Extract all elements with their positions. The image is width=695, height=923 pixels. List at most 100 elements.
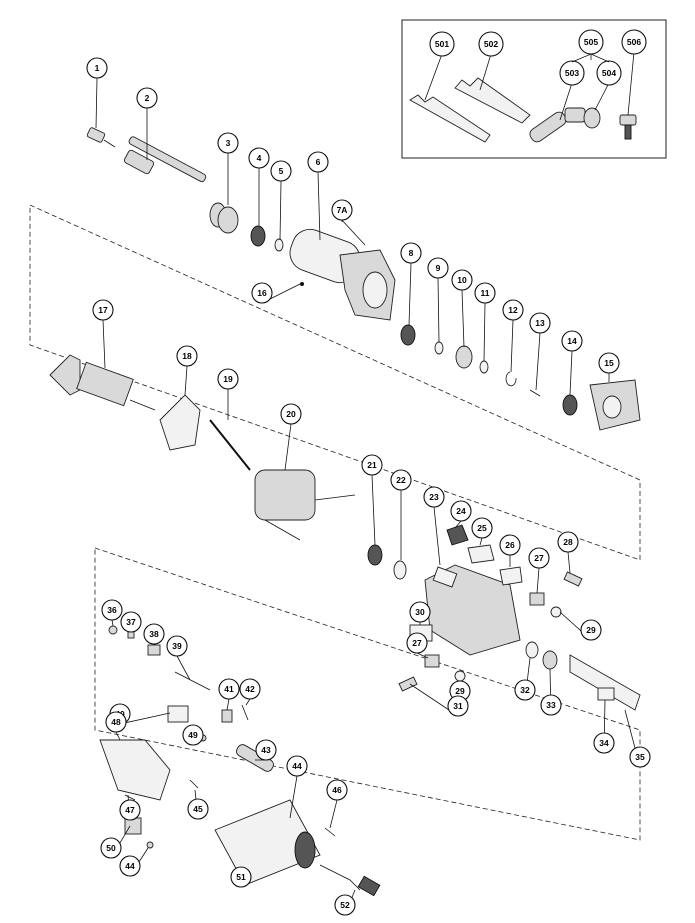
callout-number: 33 xyxy=(546,700,556,710)
callout-circle xyxy=(450,500,472,522)
callout-number: 29 xyxy=(586,625,596,635)
callout-4: 4 xyxy=(248,147,270,226)
callout-circle xyxy=(143,623,165,645)
callout-number: 31 xyxy=(453,701,463,711)
callout-29: 29 xyxy=(559,611,602,641)
spindle-2 xyxy=(123,136,207,183)
callout-16: 16 xyxy=(251,282,301,304)
ball-bearing-4 xyxy=(250,225,266,247)
armature-group-outline xyxy=(29,204,641,561)
gear-cover-6 xyxy=(289,228,396,321)
callout-504: 504 xyxy=(594,60,622,111)
callout-43: 43 xyxy=(255,739,277,761)
callout-506: 506 xyxy=(621,29,647,116)
callout-number: 6 xyxy=(316,157,321,167)
callout-circle xyxy=(218,678,240,700)
callout-leader xyxy=(535,332,541,391)
callout-circle xyxy=(361,454,383,476)
callout-number: 17 xyxy=(98,305,108,315)
callout-number: 503 xyxy=(565,68,579,78)
callout-9: 9 xyxy=(427,257,449,343)
callout-leader xyxy=(289,775,298,819)
callout-number: 13 xyxy=(535,318,545,328)
callout-leader xyxy=(115,731,121,741)
callout-31: 31 xyxy=(409,683,469,717)
callout-leader xyxy=(454,520,462,529)
ball-bearing-14 xyxy=(562,394,578,416)
carbon-brush-31 xyxy=(398,676,418,692)
callout-27: 27 xyxy=(528,547,550,594)
callout-circle xyxy=(92,299,114,321)
pin-16 xyxy=(300,282,304,286)
callout-42: 42 xyxy=(239,678,261,706)
callout-circle xyxy=(559,60,585,86)
callout-circle xyxy=(255,739,277,761)
callout-number: 23 xyxy=(429,492,439,502)
callout-number: 47 xyxy=(125,805,135,815)
callout-circle xyxy=(423,486,445,508)
lead-wire-39 xyxy=(174,671,211,691)
callout-circle xyxy=(629,746,651,768)
label-25 xyxy=(467,544,495,564)
callout-circle xyxy=(390,469,412,491)
carbon-brush-28 xyxy=(563,571,583,587)
callout-leader xyxy=(245,698,251,706)
callout-number: 24 xyxy=(456,506,466,516)
callout-circle xyxy=(120,611,142,633)
callout-circle xyxy=(166,635,188,657)
callout-circle xyxy=(119,855,141,877)
callout-number: 15 xyxy=(604,358,614,368)
bushing-33 xyxy=(542,650,558,670)
callout-48: 48 xyxy=(105,711,127,741)
callout-circle xyxy=(176,345,198,367)
callout-circle xyxy=(86,57,108,79)
callout-number: 9 xyxy=(436,263,441,273)
callout-circle xyxy=(529,312,551,334)
housing-23 xyxy=(424,564,521,656)
callout-leader xyxy=(111,619,114,627)
callout-circle xyxy=(101,599,123,621)
callout-circle xyxy=(136,87,158,109)
callout-number: 37 xyxy=(126,617,136,627)
callout-circle xyxy=(429,31,455,57)
callout-number: 50 xyxy=(106,843,116,853)
callout-51: 51 xyxy=(230,866,252,888)
callout-circle xyxy=(474,282,496,304)
screw-36 xyxy=(108,625,118,635)
callout-number: 16 xyxy=(257,288,267,298)
callout-circle xyxy=(514,679,536,701)
callout-502: 502 xyxy=(478,31,504,91)
callout-number: 26 xyxy=(505,540,515,550)
callout-circle xyxy=(334,894,356,916)
callout-circle xyxy=(326,779,348,801)
callout-circle xyxy=(427,257,449,279)
callout-52: 52 xyxy=(334,889,356,916)
screw-7a xyxy=(339,217,366,246)
callout-number: 35 xyxy=(635,752,645,762)
callout-circle xyxy=(451,269,473,291)
switch-49 xyxy=(124,817,142,835)
callout-number: 12 xyxy=(508,305,518,315)
callout-circle xyxy=(409,601,431,623)
callout-number: 45 xyxy=(193,804,203,814)
callout-number: 506 xyxy=(627,37,641,47)
retaining-ring-12 xyxy=(505,371,517,387)
callout-505-bracket xyxy=(571,53,610,63)
callout-1: 1 xyxy=(86,57,108,129)
callout-number: 29 xyxy=(455,686,465,696)
callout-49: 49 xyxy=(182,724,204,746)
callout-circle xyxy=(557,531,579,553)
switch-frame-46 xyxy=(99,739,171,801)
callout-26: 26 xyxy=(499,534,521,567)
callout-36: 36 xyxy=(101,599,123,627)
brush-holder-27b xyxy=(424,654,440,668)
callout-22: 22 xyxy=(390,469,412,560)
callout-circle xyxy=(248,147,270,169)
callout-50: 50 xyxy=(100,825,131,859)
callout-leader xyxy=(176,655,191,681)
callout-33: 33 xyxy=(540,668,562,716)
callout-circle xyxy=(621,29,647,55)
callout-number: 38 xyxy=(149,629,159,639)
callout-505: 505 xyxy=(578,29,604,60)
callout-number: 34 xyxy=(599,738,609,748)
